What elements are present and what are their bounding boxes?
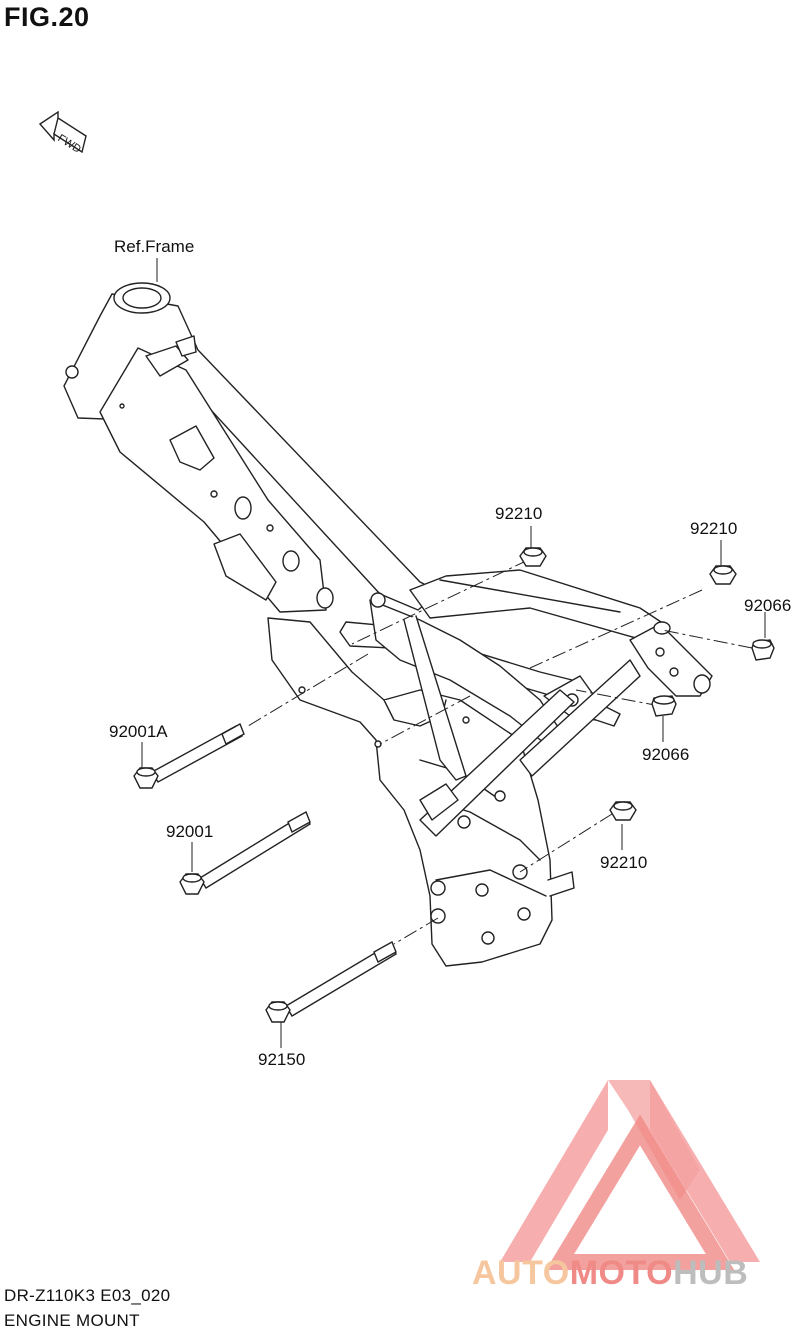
nut-92210-lower [609, 801, 637, 821]
fwd-arrow-icon [38, 110, 87, 154]
leader-lines [141, 258, 766, 1048]
nut-92210-right [709, 565, 737, 585]
callout-92210-right: 92210 [690, 519, 738, 538]
bolt-92001A [133, 723, 245, 789]
watermark-text: AUTOMOTOHUB [472, 1254, 749, 1292]
footer-section: ENGINE MOUNT [4, 1311, 140, 1330]
frame-drawing [63, 282, 713, 967]
callout-92210-top: 92210 [495, 504, 543, 523]
callout-92001A: 92001A [109, 722, 168, 741]
cap-92066-right [751, 639, 775, 661]
callout-ref-frame: Ref.Frame [114, 237, 195, 256]
callout-92066-left: 92066 [642, 745, 690, 764]
callout-92150: 92150 [258, 1050, 306, 1069]
bolt-92001 [179, 811, 311, 895]
footer-model: DR-Z110K3 E03_020 [4, 1286, 171, 1305]
watermark-logo [500, 1080, 760, 1270]
callout-92001: 92001 [166, 822, 214, 841]
callout-92066-right: 92066 [744, 596, 792, 615]
centerlines [247, 559, 753, 945]
nut-92210-top [519, 547, 547, 567]
figure-title: FIG.20 [4, 2, 90, 32]
callout-92210-lower: 92210 [600, 853, 648, 872]
bolt-92150 [265, 941, 397, 1023]
cap-92066-left [651, 695, 677, 717]
